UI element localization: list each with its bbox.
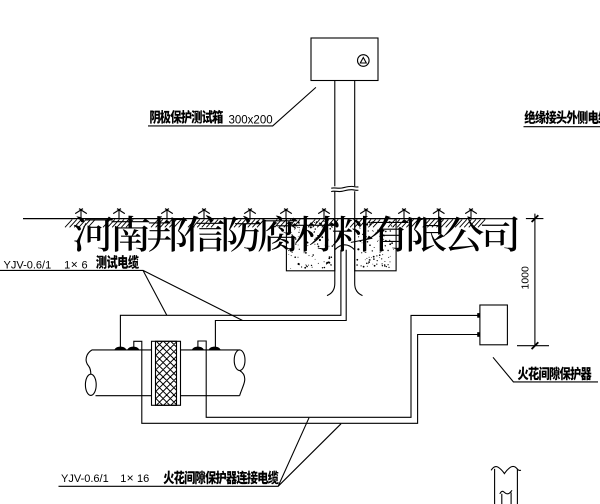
svg-text:1: 1 xyxy=(64,259,70,271)
svg-text:6: 6 xyxy=(82,259,88,271)
svg-text:1: 1 xyxy=(120,473,126,485)
svg-text:1000: 1000 xyxy=(519,266,531,290)
svg-text:16: 16 xyxy=(137,473,149,485)
svg-text:YJV-0.6/1: YJV-0.6/1 xyxy=(61,473,109,485)
svg-text:×: × xyxy=(71,257,78,271)
svg-text:×: × xyxy=(127,471,134,485)
svg-text:YJV-0.6/1: YJV-0.6/1 xyxy=(4,259,52,271)
svg-text:300x200: 300x200 xyxy=(229,115,273,127)
